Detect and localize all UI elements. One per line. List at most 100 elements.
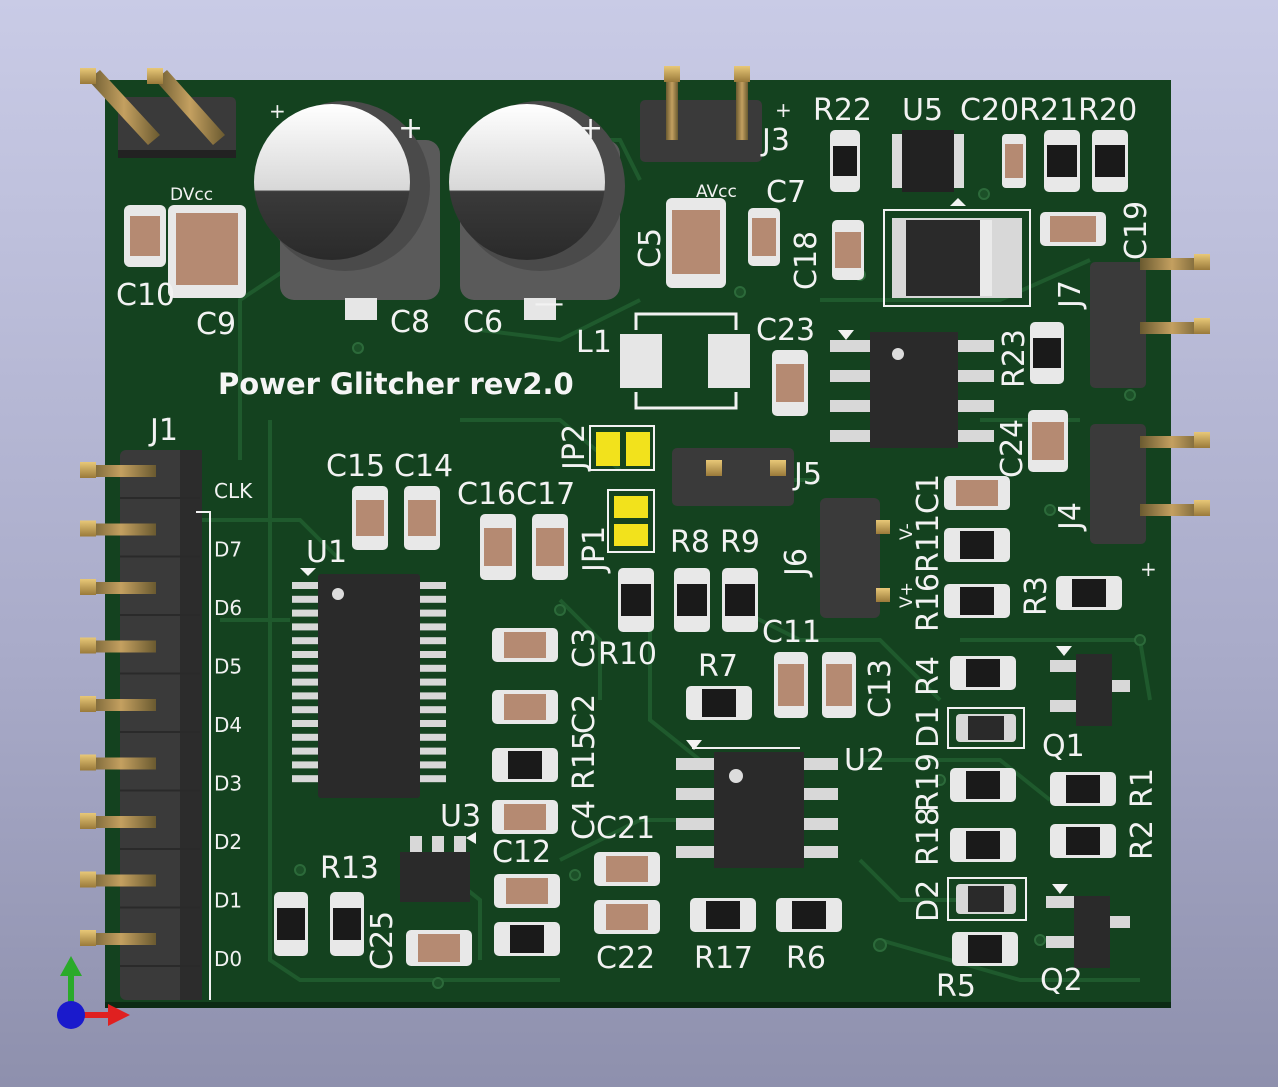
capacitor-c4[interactable] bbox=[492, 800, 558, 834]
capacitor-c2[interactable] bbox=[492, 690, 558, 724]
resistor-below-c12[interactable] bbox=[494, 922, 560, 956]
refdes-c5: C5 bbox=[633, 228, 668, 268]
ic-u5[interactable] bbox=[892, 130, 964, 192]
resistor-r20[interactable] bbox=[1092, 130, 1128, 192]
capacitor-c17[interactable] bbox=[532, 514, 568, 580]
refdes-r6: R6 bbox=[786, 941, 826, 976]
resistor-r8[interactable] bbox=[674, 568, 710, 632]
j1-pin-d3[interactable] bbox=[86, 757, 156, 770]
capacitor-c20[interactable] bbox=[1002, 134, 1026, 188]
transistor-q2[interactable] bbox=[1046, 884, 1130, 968]
resistor-r19[interactable] bbox=[950, 768, 1016, 802]
j1-pin-d1[interactable] bbox=[86, 874, 156, 887]
resistor-r23[interactable] bbox=[1030, 322, 1064, 384]
resistor-r4[interactable] bbox=[950, 656, 1016, 690]
capacitor-c1[interactable] bbox=[944, 476, 1010, 510]
resistor-r13-a[interactable] bbox=[274, 892, 308, 956]
refdes-r16-r11-c1: R16R11C1 bbox=[911, 474, 946, 632]
resistor-r16[interactable] bbox=[944, 584, 1010, 618]
header-j7[interactable] bbox=[1090, 254, 1210, 388]
header-j4[interactable] bbox=[1090, 424, 1210, 544]
j1-pin-clk[interactable] bbox=[86, 465, 156, 477]
resistor-r10[interactable] bbox=[618, 568, 654, 632]
j1-pin-d6[interactable] bbox=[86, 582, 156, 594]
j1-pin-tip-d5 bbox=[80, 637, 96, 654]
j1-pin-label-d0: D0 bbox=[214, 947, 242, 971]
resistor-r9[interactable] bbox=[722, 568, 758, 632]
electrolytic-capacitor-c6[interactable] bbox=[449, 101, 625, 320]
resistor-r11[interactable] bbox=[944, 528, 1010, 562]
resistor-r22[interactable] bbox=[830, 130, 860, 192]
capacitor-c18[interactable] bbox=[832, 220, 864, 280]
capacitor-c10[interactable] bbox=[124, 205, 166, 267]
regulator-package[interactable] bbox=[883, 198, 1031, 307]
resistor-r1[interactable] bbox=[1050, 772, 1116, 806]
avcc-label: AVcc bbox=[696, 182, 737, 202]
capacitor-c7[interactable] bbox=[748, 208, 780, 266]
electrolytic-capacitor-c8[interactable] bbox=[254, 101, 440, 320]
diode-d2[interactable] bbox=[947, 877, 1027, 921]
resistor-r7[interactable] bbox=[686, 686, 752, 720]
resistor-r6[interactable] bbox=[776, 898, 842, 932]
capacitor-c14[interactable] bbox=[404, 486, 440, 550]
j1-pin-tip-d3 bbox=[80, 754, 96, 771]
dvcc-power-header[interactable] bbox=[80, 68, 236, 158]
j6-v-minus-label: V- bbox=[897, 523, 917, 540]
capacitor-c5[interactable] bbox=[666, 198, 726, 288]
refdes-c12: C12 bbox=[492, 835, 551, 870]
j1-pin-d0[interactable] bbox=[86, 933, 156, 945]
solder-jumper-jp2[interactable] bbox=[589, 425, 655, 471]
capacitor-c25[interactable] bbox=[406, 930, 472, 966]
u1-lead-right bbox=[420, 664, 446, 672]
capacitor-c11[interactable] bbox=[774, 652, 808, 718]
j1-pin-d4[interactable] bbox=[86, 699, 156, 711]
u1-lead-left bbox=[292, 664, 318, 672]
refdes-c24: C24 bbox=[995, 419, 1030, 478]
capacitor-c12[interactable] bbox=[494, 874, 560, 908]
resistor-r15[interactable] bbox=[492, 748, 558, 782]
header-j5[interactable] bbox=[672, 448, 794, 506]
j1-pin-label-d3: D3 bbox=[214, 772, 242, 796]
j1-pins bbox=[80, 462, 200, 967]
inductor-l1[interactable] bbox=[620, 312, 750, 410]
refdes-j1: J1 bbox=[148, 413, 178, 448]
resistor-r2[interactable] bbox=[1050, 824, 1116, 858]
transistor-q1[interactable] bbox=[1050, 646, 1130, 726]
c6-plus-label: + bbox=[578, 111, 603, 146]
ic-u2[interactable] bbox=[676, 740, 838, 868]
resistor-r17[interactable] bbox=[690, 898, 756, 932]
resistor-r3[interactable] bbox=[1056, 576, 1122, 610]
capacitor-c9[interactable] bbox=[168, 205, 246, 298]
capacitor-c19[interactable] bbox=[1040, 212, 1106, 246]
resistor-r21[interactable] bbox=[1044, 130, 1080, 192]
j1-pin-d2[interactable] bbox=[86, 816, 156, 828]
capacitor-c22[interactable] bbox=[594, 900, 660, 934]
resistor-r13-b[interactable] bbox=[330, 892, 364, 956]
u1-lead-right bbox=[420, 733, 446, 741]
diode-d1[interactable] bbox=[947, 707, 1025, 749]
solder-jumper-jp1[interactable] bbox=[607, 489, 655, 553]
capacitor-c13[interactable] bbox=[822, 652, 856, 718]
ic-u1-tssop[interactable] bbox=[292, 568, 446, 798]
header-j6[interactable] bbox=[820, 498, 890, 618]
resistor-r18[interactable] bbox=[950, 828, 1016, 862]
capacitor-c16[interactable] bbox=[480, 514, 516, 580]
capacitor-c24[interactable] bbox=[1028, 410, 1068, 472]
resistor-r5[interactable] bbox=[952, 932, 1018, 966]
capacitor-c23[interactable] bbox=[772, 350, 808, 416]
u1-lead-right bbox=[420, 692, 446, 700]
capacitor-c15[interactable] bbox=[352, 486, 388, 550]
ic-soic8-top[interactable] bbox=[830, 330, 994, 448]
j3-plus-label: + bbox=[775, 98, 792, 122]
j1-pin-d5[interactable] bbox=[86, 640, 156, 653]
refdes-j5: J5 bbox=[792, 457, 822, 492]
u1-lead-right bbox=[420, 637, 446, 645]
refdes-r1: R1 bbox=[1125, 768, 1160, 808]
j1-pin-d7[interactable] bbox=[86, 523, 156, 536]
ic-u3[interactable] bbox=[400, 832, 476, 902]
capacitor-c3[interactable] bbox=[492, 628, 558, 662]
capacitor-c21[interactable] bbox=[594, 852, 660, 886]
refdes-r15: R15 bbox=[567, 731, 602, 790]
refdes-r8: R8 bbox=[670, 525, 710, 560]
avcc-power-header-j3[interactable] bbox=[640, 66, 762, 162]
